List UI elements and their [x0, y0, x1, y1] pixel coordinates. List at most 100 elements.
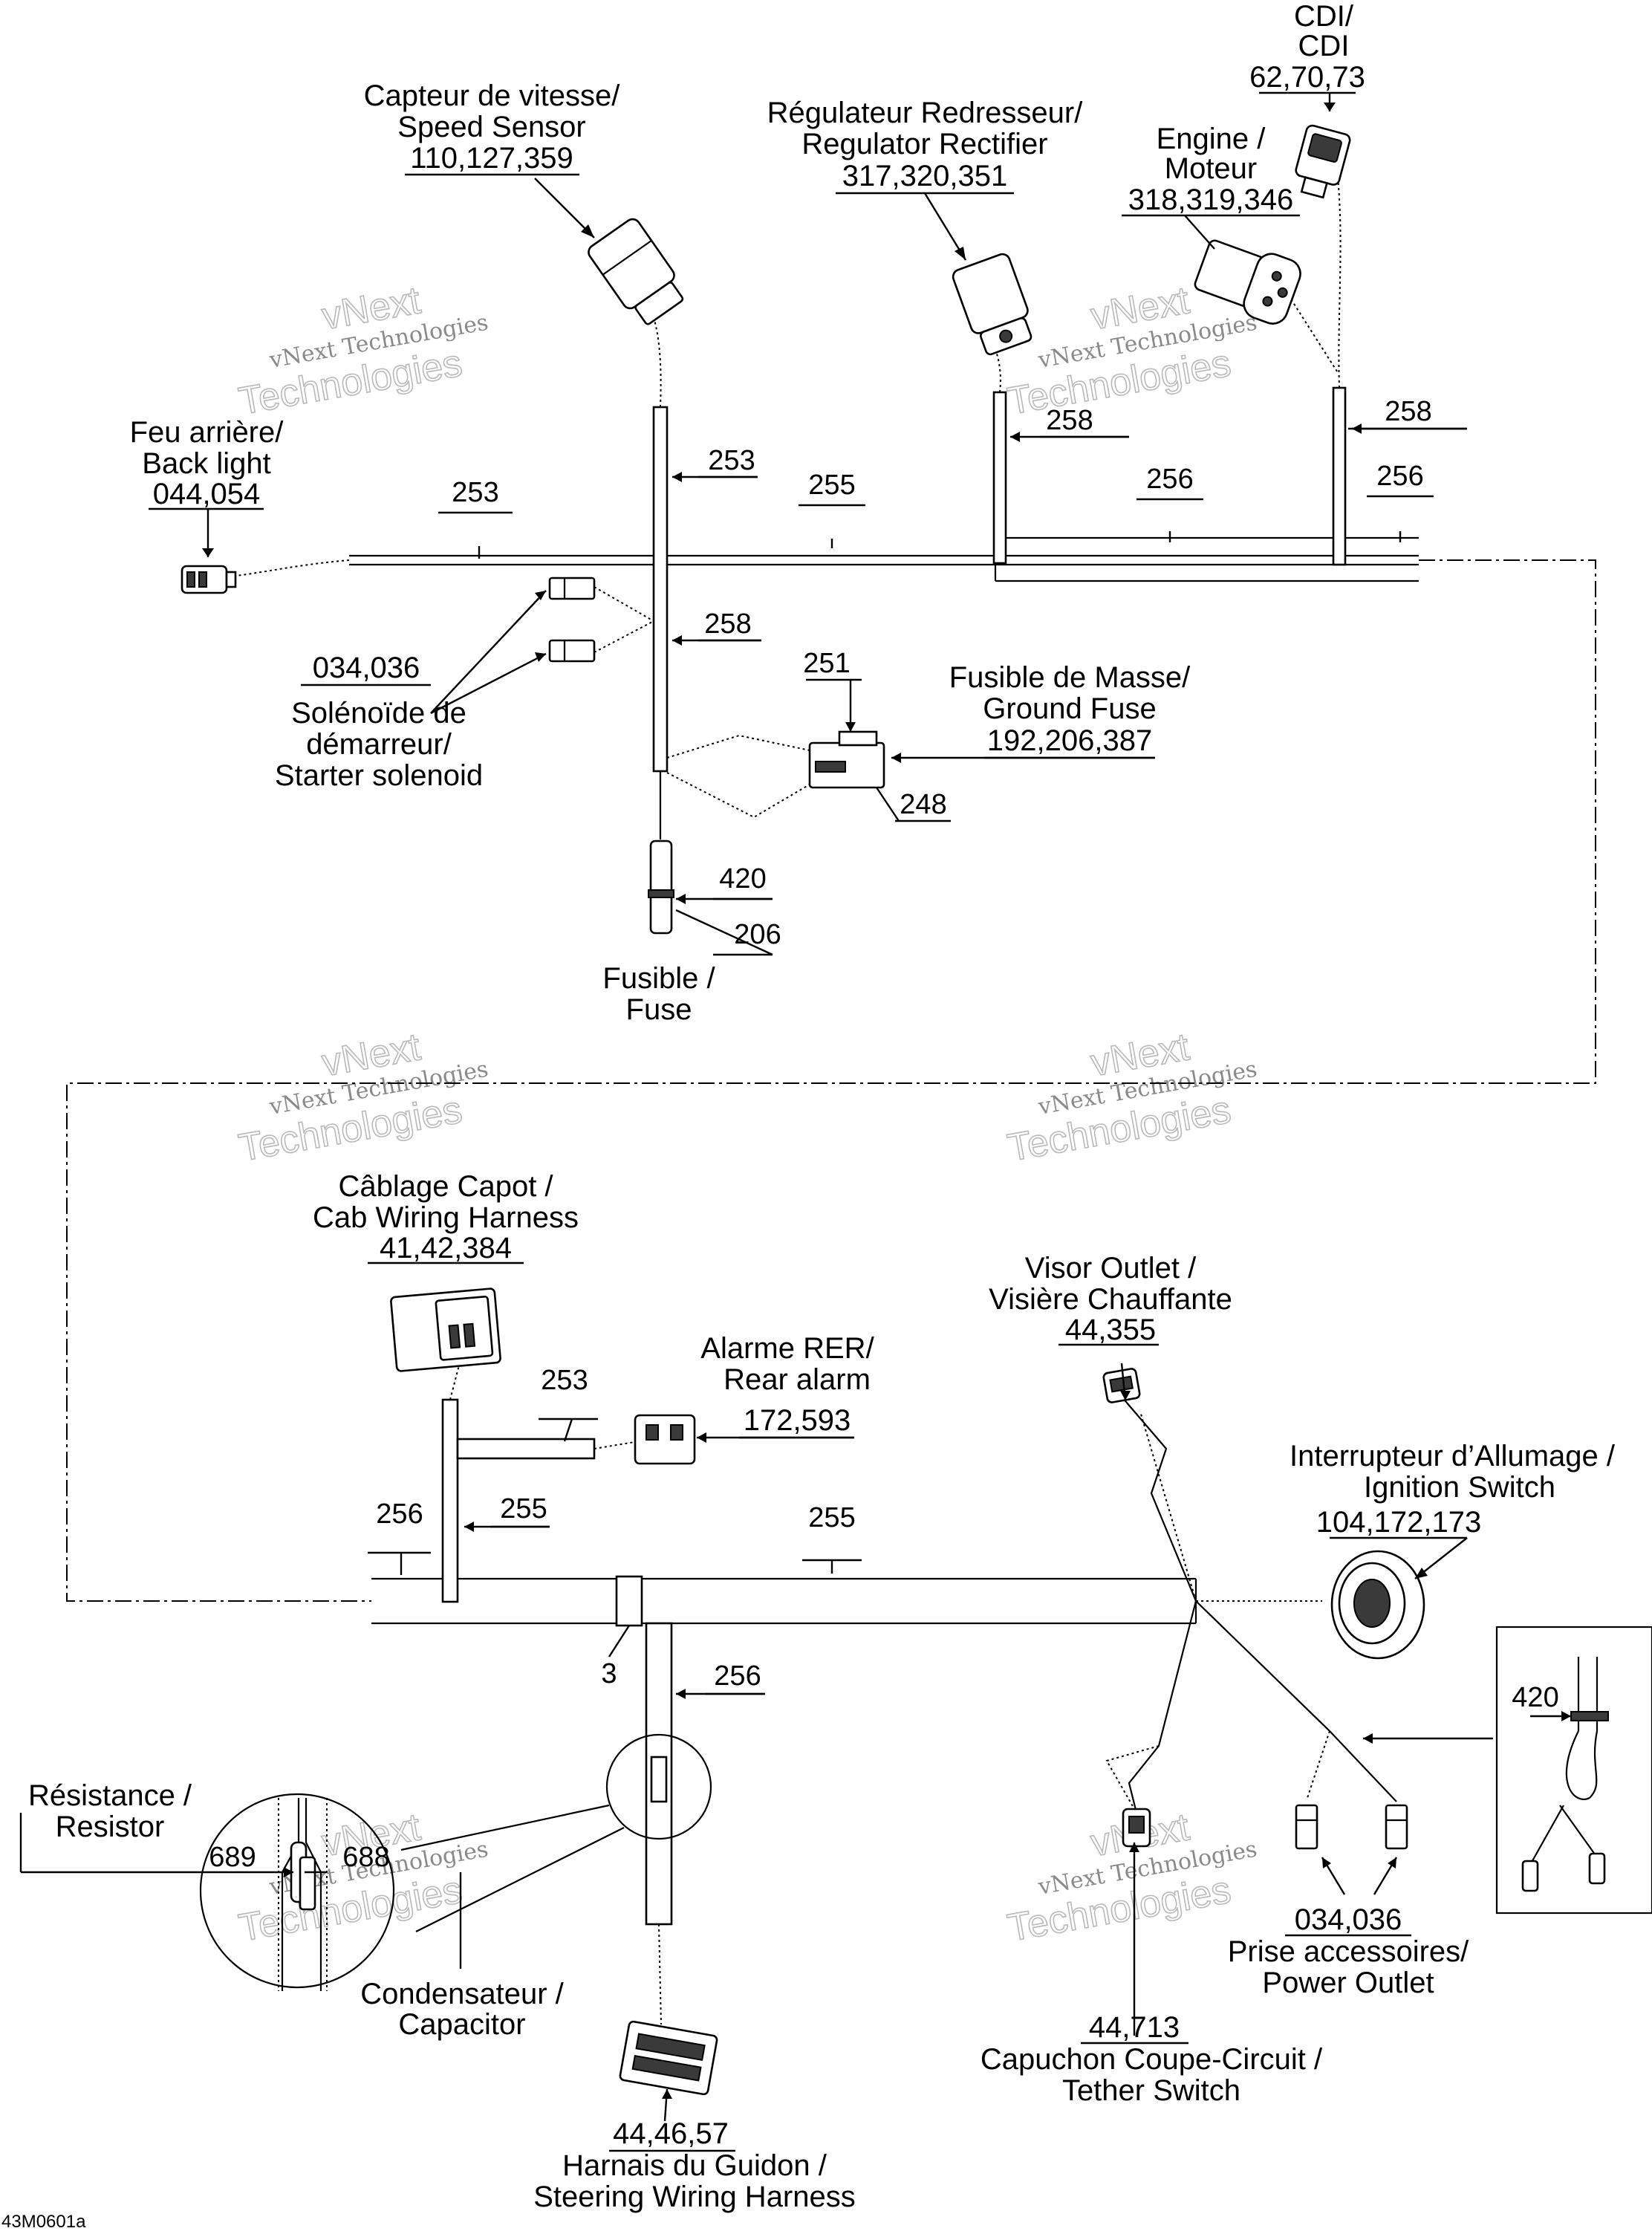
- watermark-mid-right: vNext vNext Technologies Technologies: [1004, 1025, 1259, 1170]
- tether-switch-connector: [1122, 1808, 1151, 1848]
- callout-256-right: 256: [1376, 461, 1423, 492]
- steering-harness-label-fr: Harnais du Guidon /: [562, 2149, 827, 2182]
- watermark-top-left: vNext vNext Technologies Technologies: [235, 278, 490, 423]
- ground-fuse-label-fr: Fusible de Masse/: [949, 661, 1191, 694]
- engine-part-numbers: 318,319,346: [1128, 184, 1293, 216]
- capacitor-label-fr: Condensateur /: [360, 1978, 564, 2010]
- magnify-circle-small: [605, 1733, 712, 1840]
- engine-label-en: Engine /: [1157, 123, 1266, 155]
- power-outlet-label-en: Power Outlet: [1262, 1967, 1434, 1999]
- junction-3: [615, 1575, 643, 1627]
- capacitor-label-en: Capacitor: [398, 2008, 525, 2041]
- engine-connector: [1194, 239, 1301, 325]
- cab-harness-label-fr: Câblage Capot /: [338, 1170, 553, 1203]
- callout-255-cab: 255: [500, 1493, 547, 1524]
- power-outlet-terminal-1: [1295, 1804, 1318, 1850]
- watermark-group: vNext vNext Technologies Technologies vN…: [235, 278, 1259, 1950]
- callout-688: 688: [342, 1842, 389, 1873]
- watermark-mid-left: vNext vNext Technologies Technologies: [235, 1025, 490, 1170]
- rear-alarm-connector: [634, 1414, 696, 1465]
- figure-id: 43M0601a: [1, 2212, 86, 2232]
- cab-harness-connector: [390, 1288, 501, 1372]
- regulator-branch: [992, 391, 1007, 565]
- ignition-switch: [1330, 1550, 1425, 1660]
- resistor-label-en: Resistor: [56, 1811, 165, 1843]
- cdi-connector: [1295, 124, 1351, 199]
- visor-outlet-part-numbers: 44,355: [1065, 1314, 1156, 1346]
- ignition-switch-label-en: Ignition Switch: [1364, 1471, 1555, 1504]
- steering-branch: [645, 1622, 673, 1926]
- visor-outlet-label-fr: Visière Chauffante: [989, 1283, 1232, 1316]
- regulator-part-numbers: 317,320,351: [842, 160, 1007, 192]
- callout-258-engine: 258: [1385, 396, 1431, 427]
- callout-256-bottom: 256: [376, 1498, 423, 1530]
- callout-3: 3: [601, 1658, 617, 1689]
- regulator-label-en: Regulator Rectifier: [801, 128, 1047, 160]
- cdi-label-en: CDI: [1298, 30, 1350, 62]
- component-labels: CDI/ CDI 62,70,73 Capteur de vitesse/ Sp…: [28, 0, 1616, 2213]
- fuse-label-en: Fuse: [626, 993, 692, 1026]
- label-underlines: [149, 91, 1467, 2152]
- resistor-label-fr: Résistance /: [28, 1779, 192, 1812]
- steering-harness-connector: [619, 2020, 718, 2096]
- ignition-switch-label-fr: Interrupteur d’Allumage /: [1290, 1440, 1616, 1472]
- rear-alarm-label-fr: Alarme RER/: [700, 1332, 874, 1365]
- speed-sensor-label-en: Speed Sensor: [397, 111, 586, 143]
- callout-251: 251: [803, 648, 850, 679]
- capacitor-body: [299, 1856, 316, 1911]
- solenoid-terminal-2: [548, 639, 596, 663]
- callout-256-top: 256: [1146, 464, 1193, 495]
- steering-harness-label-en: Steering Wiring Harness: [533, 2181, 856, 2213]
- cdi-part-numbers: 62,70,73: [1249, 61, 1365, 94]
- starter-solenoid-label-fr-2: démarreur/: [306, 728, 452, 761]
- callout-258-mid: 258: [704, 608, 751, 640]
- power-outlet-label-fr: Prise accessoires/: [1228, 1935, 1469, 1968]
- callout-255-bottom: 255: [808, 1502, 855, 1533]
- cab-branch: [441, 1398, 459, 1603]
- power-outlet-part-numbers: 034,036: [1295, 1903, 1402, 1936]
- resistor-in-harness: [650, 1756, 668, 1803]
- tether-switch-label-en: Tether Switch: [1062, 2074, 1240, 2107]
- callout-689: 689: [209, 1842, 256, 1873]
- back-light-connector: [181, 565, 237, 594]
- back-light-label-fr: Feu arrière/: [130, 416, 284, 449]
- fuse-label-fr: Fusible /: [602, 962, 715, 995]
- cab-harness-part-numbers: 41,42,384: [380, 1232, 512, 1264]
- regulator-label-fr: Régulateur Redresseur/: [767, 97, 1084, 129]
- callout-numbers: 253 253 255 256 256 258 258 258 251 248 …: [209, 396, 1558, 1873]
- power-outlet-terminal-2: [1385, 1804, 1408, 1850]
- callout-258-regulator: 258: [1046, 405, 1093, 436]
- upper-harness: [230, 170, 1419, 935]
- callout-420-top: 420: [719, 863, 766, 894]
- solenoid-terminal-1: [548, 577, 596, 600]
- fuse-holder: [649, 840, 673, 935]
- cdi-branch: [1332, 386, 1347, 566]
- speed-sensor-connector: [588, 218, 684, 325]
- pointer-arrowheads: [202, 103, 1571, 2099]
- regulator-connector: [952, 253, 1032, 356]
- rear-alarm-part-numbers: 172,593: [744, 1404, 851, 1437]
- callout-253-cab: 253: [541, 1365, 588, 1396]
- ground-fuse-holder: [808, 730, 885, 789]
- ground-fuse-part-numbers: 192,206,387: [987, 724, 1152, 757]
- speed-sensor-part-numbers: 110,127,359: [410, 142, 573, 175]
- rear-alarm-label-en: Rear alarm: [723, 1363, 871, 1396]
- callout-253-top: 253: [708, 445, 755, 476]
- tether-switch-label-fr: Capuchon Coupe-Circuit /: [981, 2043, 1323, 2076]
- callout-248: 248: [900, 789, 946, 820]
- harness-link-line: [66, 559, 1596, 1602]
- visor-outlet-connector: [1102, 1368, 1141, 1403]
- steering-harness-part-numbers: 44,46,57: [613, 2117, 729, 2150]
- cab-harness-label-en: Cab Wiring Harness: [313, 1201, 579, 1234]
- ground-fuse-label-en: Ground Fuse: [983, 692, 1156, 725]
- ignition-switch-part-numbers: 104,172,173: [1316, 1506, 1481, 1539]
- callout-255-top: 255: [808, 470, 855, 501]
- starter-solenoid-label-en: Starter solenoid: [275, 759, 483, 792]
- callout-420-inset: 420: [1512, 1682, 1558, 1713]
- callout-206: 206: [734, 919, 781, 950]
- starter-solenoid-part-numbers: 034,036: [313, 652, 420, 684]
- visor-outlet-label-en: Visor Outlet /: [1025, 1252, 1197, 1285]
- watermark-top-right: vNext vNext Technologies Technologies: [1004, 278, 1259, 423]
- fuse-detail-inset: [1495, 1626, 1652, 1915]
